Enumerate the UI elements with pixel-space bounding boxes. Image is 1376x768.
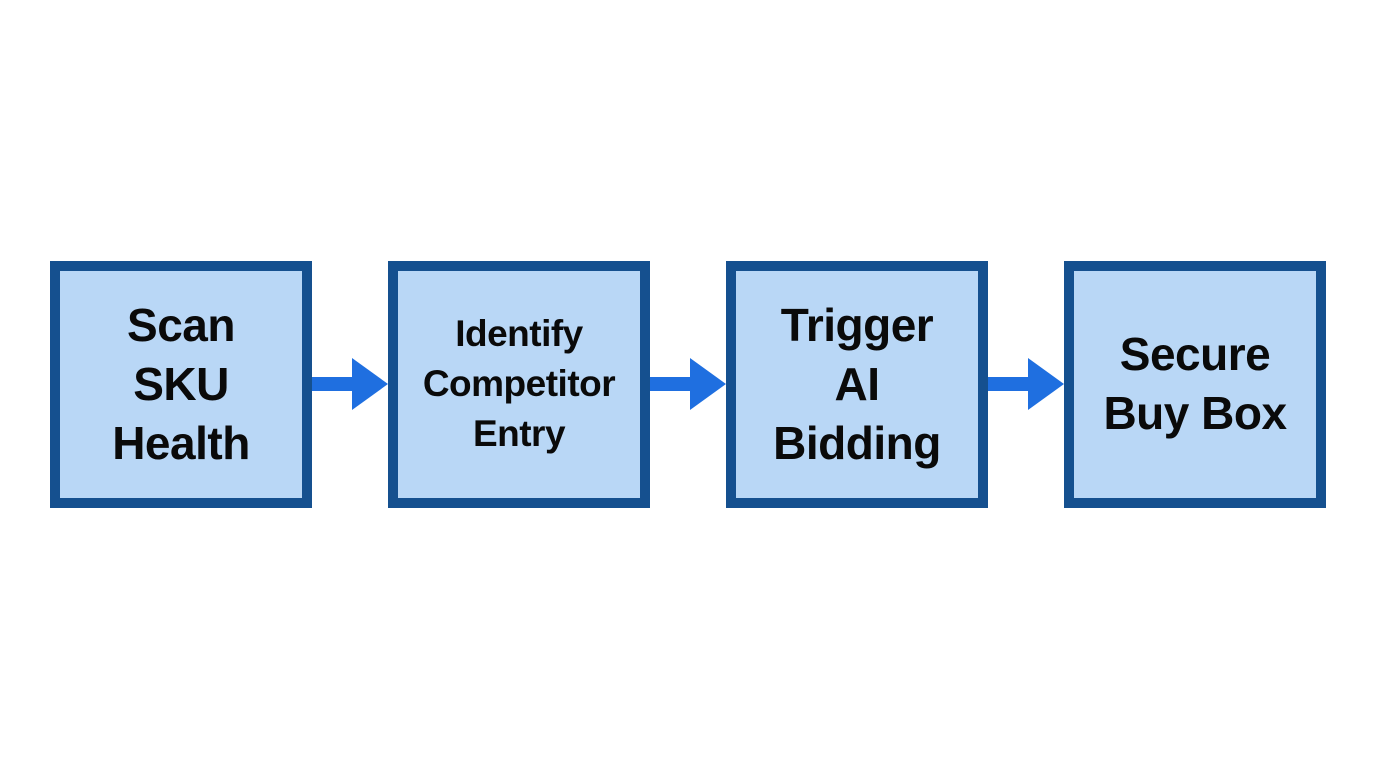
step-label: Secure Buy Box (1103, 325, 1287, 443)
flow-arrow-icon (312, 358, 388, 410)
step-label-line: Secure (1119, 328, 1271, 380)
step-label-line: Health (112, 416, 250, 469)
step-label-line: Scan (127, 298, 235, 351)
step-box-secure-buy-box: Secure Buy Box (1064, 260, 1326, 508)
flow-arrow-icon (988, 358, 1064, 410)
step-label-line: Identify (455, 313, 583, 354)
flow-row: Scan SKU Health Identify Competitor Entr… (50, 260, 1326, 508)
step-box-scan-sku-health: Scan SKU Health (50, 260, 312, 508)
step-label: Trigger AI Bidding (773, 296, 941, 473)
step-label-line: Trigger (780, 298, 934, 351)
step-box-trigger-ai-bidding: Trigger AI Bidding (726, 260, 988, 508)
step-label-line: Competitor (422, 363, 616, 404)
flow-arrow-icon (650, 358, 726, 410)
step-label-line: SKU (133, 357, 229, 410)
step-label-line: AI (834, 357, 880, 410)
step-label-line: Buy Box (1103, 387, 1287, 439)
step-box-identify-competitor-entry: Identify Competitor Entry (388, 260, 650, 508)
step-label-line: Bidding (773, 416, 941, 469)
step-label: Identify Competitor Entry (422, 309, 616, 459)
step-label-line: Entry (472, 413, 566, 454)
step-label: Scan SKU Health (112, 296, 250, 473)
